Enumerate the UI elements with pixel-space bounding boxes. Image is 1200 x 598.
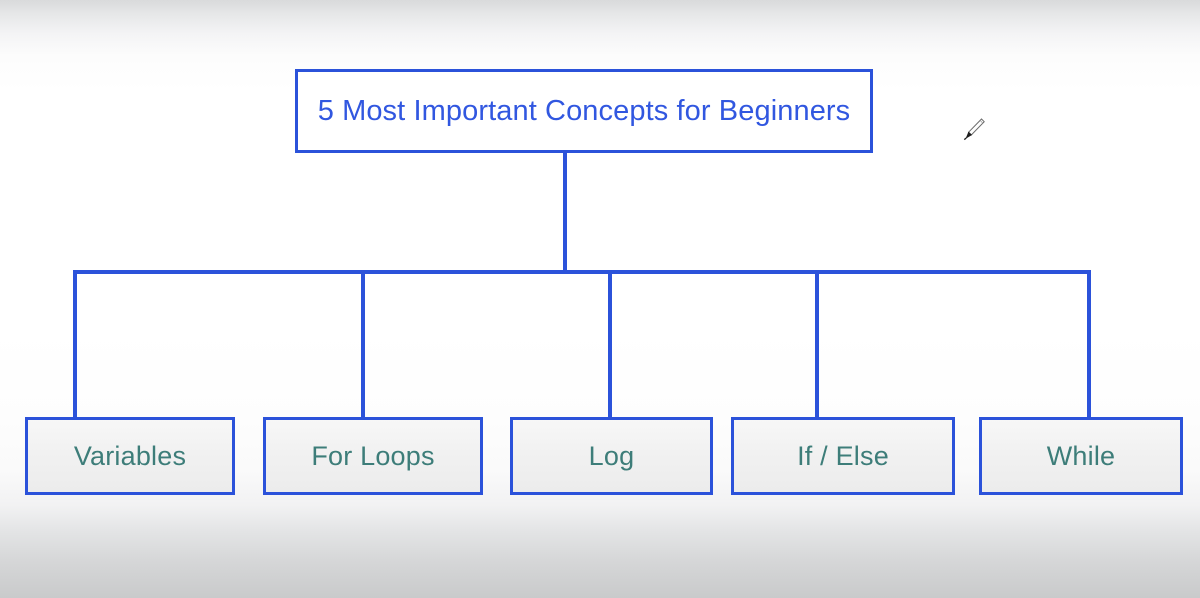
- connector-drop-for-loops: [361, 270, 365, 419]
- leaf-node-label-for-loops: For Loops: [311, 440, 435, 471]
- leaf-node-label-if-else: If / Else: [797, 440, 889, 471]
- leaf-node-if-else[interactable]: If / Else: [731, 417, 955, 495]
- leaf-node-log[interactable]: Log: [510, 417, 713, 495]
- leaf-node-label-log: Log: [588, 440, 635, 471]
- connector-drop-if-else: [815, 270, 819, 419]
- leaf-node-label-while: While: [1046, 440, 1116, 471]
- connector-root-stem: [563, 153, 567, 274]
- root-node[interactable]: 5 Most Important Concepts for Beginners: [295, 69, 873, 153]
- connector-drop-while: [1087, 270, 1091, 419]
- root-node-label: 5 Most Important Concepts for Beginners: [317, 94, 851, 127]
- connector-drop-variables: [73, 270, 77, 419]
- leaf-node-label-variables: Variables: [73, 440, 187, 471]
- leaf-node-while[interactable]: While: [979, 417, 1183, 495]
- leaf-node-for-loops[interactable]: For Loops: [263, 417, 483, 495]
- connector-drop-log: [608, 270, 612, 419]
- leaf-node-variables[interactable]: Variables: [25, 417, 235, 495]
- pen-cursor-icon: [963, 118, 985, 141]
- connector-horizontal-bus: [73, 270, 1091, 274]
